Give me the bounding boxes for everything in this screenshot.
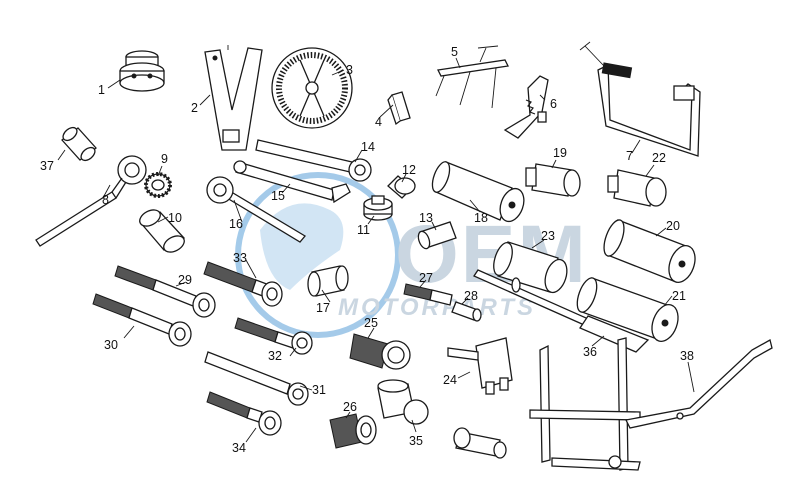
part-7-frame-tool: [579, 41, 701, 157]
part-21-long-cylinder: [576, 277, 679, 342]
part-38-center-stand: [529, 337, 773, 471]
part-26-threaded-sleeve: [329, 413, 377, 449]
callout-12: 12: [402, 163, 416, 177]
callout-33: 33: [233, 251, 247, 265]
callout-11: 11: [357, 223, 370, 237]
callout-31: 31: [312, 383, 326, 397]
callout-29: 29: [178, 273, 192, 287]
callout-14: 14: [361, 140, 375, 154]
callout-1: 1: [98, 83, 105, 97]
part-34-bolt: [206, 391, 282, 436]
part-28-pin: [451, 301, 482, 322]
callout-27: 27: [419, 271, 433, 285]
part-1-socket-tool: [119, 50, 165, 92]
part-12-cap: [387, 175, 416, 199]
callout-5: 5: [451, 45, 458, 59]
callout-32: 32: [268, 349, 282, 363]
part-33-bolt: [203, 261, 283, 307]
part-30-bolt: [92, 293, 192, 347]
callout-28: 28: [464, 289, 478, 303]
callout-6: 6: [550, 97, 557, 111]
part-8-pin-wrench: [35, 155, 147, 247]
callout-9: 9: [161, 152, 168, 166]
part-11-nut-tool: [363, 195, 393, 221]
part-17-adapter: [307, 265, 349, 297]
part-29-bolt: [114, 265, 216, 318]
callout-36: 36: [583, 345, 597, 359]
callout-13: 13: [419, 211, 433, 225]
callout-18: 18: [474, 211, 488, 225]
callout-4: 4: [375, 115, 382, 129]
part-24-press-tool: [447, 337, 513, 395]
callout-25: 25: [364, 316, 378, 330]
part-31-bolt: [204, 351, 309, 406]
part-6-locking-sector: [503, 75, 549, 139]
part-3-degree-wheel: [271, 47, 353, 129]
callout-37: 37: [40, 159, 54, 173]
part-35-sleeve: [377, 379, 429, 425]
part-extractor-tool: [453, 427, 507, 459]
callout-22: 22: [652, 151, 666, 165]
part-18-drift-cylinder: [431, 161, 525, 223]
part-15-box-wrench: [233, 160, 351, 204]
part-10-sleeve: [138, 209, 186, 253]
part-4-bracket: [387, 91, 411, 126]
callout-16: 16: [229, 217, 243, 231]
part-36-lever: [473, 269, 650, 353]
part-22-cylinder-tool: [607, 169, 667, 207]
part-5-puller: [435, 45, 509, 109]
callout-35: 35: [409, 434, 423, 448]
part-27-spline-shaft: [403, 283, 453, 306]
callout-21: 21: [672, 289, 686, 303]
part-9-ring-gear: [144, 172, 172, 198]
callout-7: 7: [626, 149, 633, 163]
callout-8: 8: [102, 193, 109, 207]
callout-26: 26: [343, 400, 357, 414]
callout-20: 20: [666, 219, 680, 233]
callout-24: 24: [443, 373, 457, 387]
callout-17: 17: [316, 301, 330, 315]
callout-15: 15: [271, 189, 285, 203]
callout-2: 2: [191, 101, 198, 115]
callout-34: 34: [232, 441, 246, 455]
leader-lines: [57, 57, 695, 443]
part-14-open-wrench: [255, 139, 372, 182]
callout-numbers: 1 2 3 4 5 6 7 8 9 10 11 12 13 14 15 16 1…: [40, 45, 694, 455]
callout-30: 30: [104, 338, 118, 352]
callout-23: 23: [541, 229, 555, 243]
globe-watermark-icon: [235, 172, 401, 338]
part-13-pin-drift: [417, 221, 457, 250]
part-2-holding-plate: [204, 45, 263, 151]
part-19-pump-tool: [525, 163, 581, 197]
part-37-adapter: [61, 126, 97, 162]
part-20-long-cylinder: [603, 219, 696, 283]
callout-10: 10: [168, 211, 182, 225]
part-32-bolt: [234, 317, 313, 355]
callout-38: 38: [680, 349, 694, 363]
part-16-socket-handle: [206, 176, 306, 243]
part-25-sleeve: [349, 333, 411, 370]
callout-3: 3: [346, 63, 353, 77]
callout-19: 19: [553, 146, 567, 160]
